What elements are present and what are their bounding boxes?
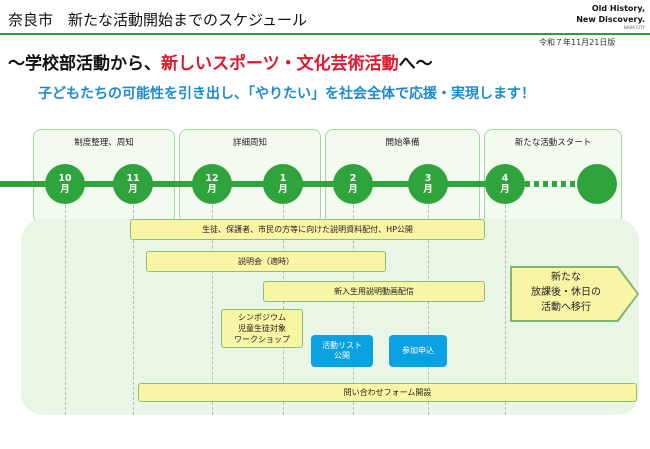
phase-label-2: 詳細周知 (232, 138, 267, 148)
month-guide (505, 200, 506, 415)
transition-line-1: 新たな (551, 272, 581, 283)
version-date: 令和７年11月21日版 (539, 38, 616, 47)
nara-city-logo: Old History, New Discovery. NARA CITY (553, 3, 645, 33)
phase-label-3: 開始準備 (385, 138, 420, 148)
month-future (577, 164, 617, 204)
transition-line-2: 放課後・休日の (531, 287, 601, 298)
subheadline: 子どもたちの可能性を引き出し、「やりたい」を社会全体で応援・実現します！ (38, 86, 535, 102)
timeline-track-future (498, 181, 576, 187)
month-february: 2 月 (333, 164, 373, 204)
logo-line-2: New Discovery. (576, 15, 645, 24)
page-title: 奈良市 新たな活動開始までのスケジュール (8, 11, 307, 29)
month-unit: 月 (128, 184, 138, 195)
headline-highlight: 新しいスポーツ・文化芸術活動 (161, 54, 399, 74)
month-guide (283, 200, 284, 415)
month-number: 10 (58, 173, 72, 184)
month-number: 3 (424, 173, 432, 184)
month-october: 10 月 (45, 164, 85, 204)
task-apply: 参加申込 (389, 335, 447, 367)
task-video: 新入生用説明動画配信 (263, 281, 485, 302)
phase-label-4: 新たな活動スタート (514, 138, 592, 148)
transition-text: 新たな 放課後・休日の 活動へ移行 (512, 270, 620, 315)
activity-list-line-2: 公開 (334, 351, 350, 360)
month-january: 1 月 (263, 164, 303, 204)
symposium-line-3: ワークショップ (234, 335, 290, 344)
task-briefing: 説明会（適時） (146, 251, 386, 272)
month-march: 3 月 (408, 164, 448, 204)
month-guide (65, 200, 66, 415)
month-unit: 月 (500, 184, 510, 195)
headline-suffix: へ〜 (398, 54, 433, 74)
month-unit: 月 (60, 184, 70, 195)
month-guide (212, 200, 213, 415)
headline-prefix: 〜学校部活動から、 (8, 54, 161, 74)
month-unit: 月 (423, 184, 433, 195)
month-number: 1 (279, 173, 287, 184)
task-distribution: 生徒、保護者、市民の方等に向けた説明資料配付、HP公開 (130, 219, 485, 240)
symposium-line-2: 児童生徒対象 (238, 324, 286, 333)
headline: 〜学校部活動から、新しいスポーツ・文化芸術活動へ〜 (8, 49, 433, 74)
timeline-track (0, 181, 498, 187)
logo-line-1: Old History, (591, 4, 645, 13)
month-november: 11 月 (113, 164, 153, 204)
month-guide (428, 200, 429, 415)
task-activity-list: 活動リスト 公開 (311, 335, 373, 367)
transition-arrow (512, 268, 637, 320)
symposium-line-1: シンポジウム (238, 313, 286, 322)
month-unit: 月 (207, 184, 217, 195)
month-unit: 月 (278, 184, 288, 195)
month-unit: 月 (348, 184, 358, 195)
month-april: 4 月 (485, 164, 525, 204)
transition-line-3: 活動へ移行 (541, 302, 591, 313)
month-number: 4 (501, 173, 509, 184)
task-inquiry-form: 問い合わせフォーム開設 (138, 383, 637, 402)
month-guide (133, 200, 134, 415)
month-guide (353, 200, 354, 415)
logo-small-text: NARA CITY (623, 25, 645, 30)
phase-label-1: 制度整理、周知 (74, 138, 134, 148)
header-divider (0, 33, 650, 35)
task-symposium: シンポジウム 児童生徒対象 ワークショップ (221, 309, 303, 348)
activity-list-line-1: 活動リスト (322, 341, 362, 350)
month-number: 11 (126, 173, 140, 184)
month-number: 12 (205, 173, 219, 184)
month-december: 12 月 (192, 164, 232, 204)
month-number: 2 (349, 173, 357, 184)
